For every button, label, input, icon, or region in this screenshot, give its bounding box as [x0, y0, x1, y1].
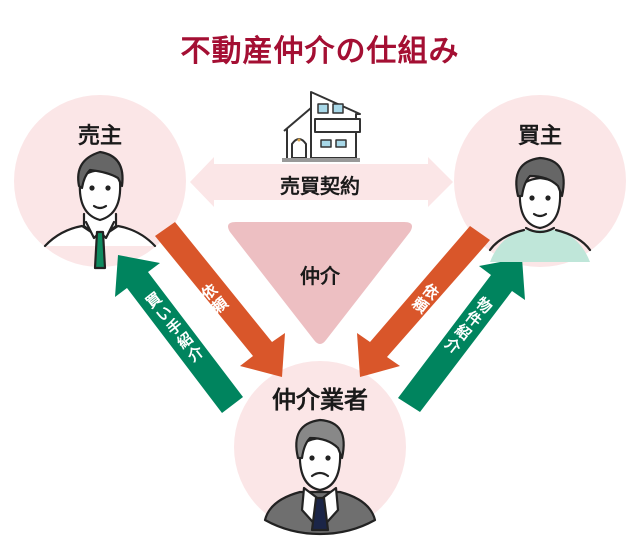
buyer-request-arrow	[357, 226, 490, 377]
person-seller-icon	[43, 150, 157, 270]
person-buyer-icon	[488, 156, 592, 262]
broker-label: 仲介業者	[272, 386, 368, 414]
diagram-title: 不動産仲介の仕組み	[180, 34, 460, 69]
person-broker-icon	[263, 418, 377, 536]
property-introduction-arrow	[398, 258, 525, 412]
buyer-label: 買主	[517, 124, 562, 149]
buyer-introduction-arrow	[115, 255, 243, 413]
contract-label: 売買契約	[280, 174, 360, 198]
seller-request-arrow	[155, 222, 285, 377]
mediation-triangle	[228, 222, 412, 344]
seller-label: 売主	[77, 124, 122, 149]
contract-double-arrow	[190, 157, 453, 207]
house-icon	[282, 91, 361, 162]
mediation-label: 仲介	[300, 264, 340, 288]
